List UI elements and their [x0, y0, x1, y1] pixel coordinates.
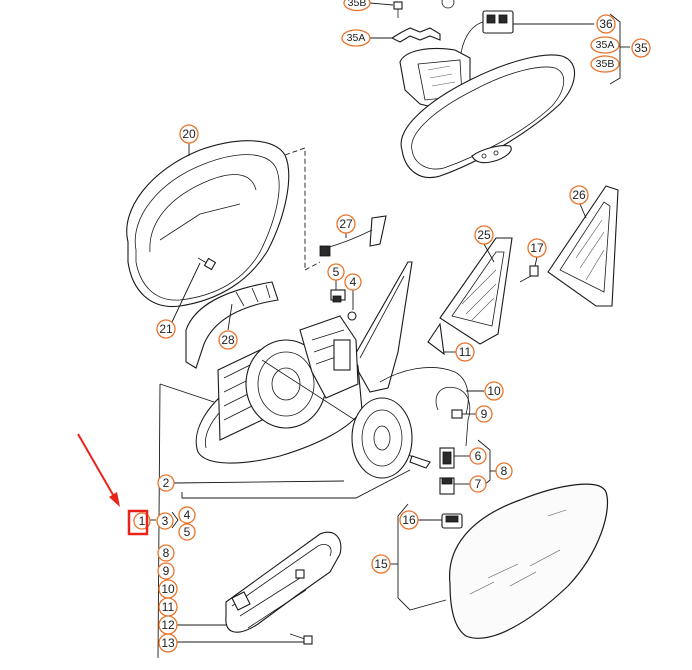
callout-4-list-label: 4: [184, 508, 191, 522]
housing-cover-20: [126, 140, 321, 308]
callout-6-label: 6: [475, 449, 482, 463]
mirror-base-assembly: [195, 261, 469, 464]
callout-35b-top-label: 35B: [348, 0, 367, 9]
callout-8-list-label: 8: [163, 546, 170, 560]
callout-3-label: 3: [162, 514, 169, 528]
callout-7: 7: [469, 475, 487, 493]
callout-35b-right: 35B: [590, 55, 620, 73]
callout-4-top: 4: [344, 273, 362, 291]
screw-35b: [369, 1, 403, 18]
callout-20-label: 20: [182, 127, 196, 141]
callout-35a-right: 35A: [590, 36, 620, 54]
callout-27: 27: [336, 214, 356, 234]
callout-35a-right-label: 35A: [596, 39, 615, 51]
callout-5-list: 5: [178, 523, 196, 541]
callout-5-top-label: 5: [333, 265, 340, 279]
callout-13: 13: [158, 633, 178, 653]
callout-9-list: 9: [157, 562, 175, 580]
callout-35a-left: 35A: [341, 29, 371, 47]
callout-11-list: 11: [158, 597, 178, 617]
callout-9-top: 9: [475, 405, 493, 423]
callout-4-list: 4: [178, 506, 196, 524]
callout-8-list: 8: [157, 544, 175, 562]
highlight-annotation: [77, 433, 149, 536]
callout-35b-right-label: 35B: [596, 58, 615, 70]
callout-17-label: 17: [530, 241, 544, 255]
callout-28: 28: [218, 330, 238, 350]
callout-35-label: 35: [634, 41, 648, 55]
callout-26-label: 26: [572, 188, 586, 202]
callout-10-top-label: 10: [487, 384, 501, 398]
callout-36: 36: [596, 14, 616, 34]
screw-21: [171, 257, 217, 323]
callout-2-label: 2: [163, 476, 170, 490]
callout-11-list-label: 11: [162, 600, 175, 614]
callout-5-list-label: 5: [184, 525, 191, 539]
triangle-cover-25: [439, 237, 513, 345]
clip-35a: [370, 27, 441, 43]
callout-35: 35: [631, 38, 651, 58]
clip-16: [418, 513, 463, 529]
callout-3: 3: [156, 512, 174, 530]
callout-7-label: 7: [475, 477, 482, 491]
callout-16: 16: [399, 510, 419, 530]
callout-8-right: 8: [495, 462, 513, 480]
triangle-mount-26: [547, 185, 619, 307]
cable-10: [435, 386, 484, 447]
callout-4-top-label: 4: [350, 275, 357, 289]
callout-10-top: 10: [484, 381, 504, 401]
interior-mirror-housing: [400, 54, 576, 178]
callout-2: 2: [157, 474, 175, 492]
connectors-6-7: [439, 439, 496, 495]
callout-15: 15: [371, 554, 391, 574]
callout-10-list-label: 10: [161, 582, 175, 596]
interior-mirror-assembly: [369, 0, 630, 178]
callout-13-label: 13: [161, 636, 175, 650]
trim-strip-28: [185, 281, 279, 369]
callout-9-list-label: 9: [163, 564, 170, 578]
callout-15-label: 15: [374, 557, 388, 571]
callout-35a-left-label: 35A: [347, 32, 366, 44]
callout-21: 21: [156, 319, 176, 339]
screw-17: [519, 256, 539, 283]
callout-6: 6: [469, 447, 487, 465]
callout-21-label: 21: [159, 322, 173, 336]
callout-26: 26: [569, 185, 589, 205]
callout-8-right-label: 8: [501, 464, 508, 478]
connector-36: [459, 10, 594, 61]
callout-27-label: 27: [339, 217, 353, 231]
small-parts-4-5: [330, 280, 357, 321]
cable-27: [319, 215, 387, 257]
trim-piece-11: [427, 322, 456, 356]
mirror-glass-15: [390, 483, 609, 639]
callout-12-label: 12: [161, 618, 175, 632]
callout-25: 25: [474, 225, 494, 245]
callout-16-label: 16: [402, 513, 416, 527]
highlight-arrowhead: [109, 492, 120, 507]
callout-5-top: 5: [327, 263, 345, 281]
callout-9-top-label: 9: [481, 407, 488, 421]
adjuster-plate: [351, 397, 431, 479]
callout-35b-top: 35B: [343, 0, 371, 12]
highlight-box: [127, 509, 149, 536]
callout-11-top-label: 11: [459, 345, 472, 359]
callout-20: 20: [179, 124, 199, 144]
highlight-arrow: [77, 433, 117, 501]
lower-housing-12: [225, 531, 342, 645]
callout-12: 12: [158, 615, 178, 635]
callout-17: 17: [527, 238, 547, 258]
callout-28-label: 28: [221, 333, 235, 347]
callout-36-label: 36: [599, 17, 613, 31]
callout-10-list: 10: [158, 579, 178, 599]
callout-11-top: 11: [455, 342, 475, 362]
callout-1-label: 1: [139, 514, 146, 528]
callout-25-label: 25: [477, 228, 491, 242]
